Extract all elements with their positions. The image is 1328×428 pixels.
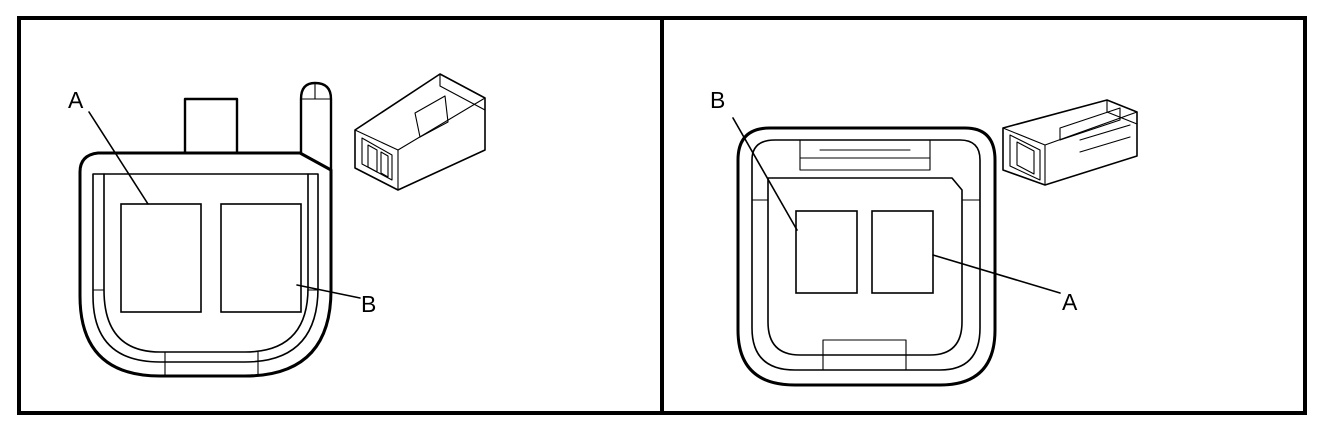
left-panel: A B bbox=[68, 73, 486, 378]
left-cavity-b bbox=[220, 203, 302, 313]
left-cavity-a bbox=[120, 203, 202, 313]
left-leader-b bbox=[296, 284, 361, 299]
right-label-b: B bbox=[710, 87, 725, 113]
right-iso-latch bbox=[1059, 107, 1121, 141]
left-iso-latch bbox=[414, 95, 449, 138]
right-latch-window bbox=[799, 139, 931, 171]
right-bottom-key bbox=[822, 339, 907, 371]
right-iso-ribs bbox=[1079, 124, 1131, 153]
right-cavity-b bbox=[795, 210, 858, 294]
left-iso-body bbox=[354, 73, 486, 191]
right-cavity-a bbox=[871, 210, 934, 294]
left-connector-face bbox=[78, 81, 333, 378]
right-connector-face bbox=[736, 126, 997, 387]
left-iso-pin-a bbox=[367, 144, 378, 173]
right-housing-outer bbox=[736, 126, 997, 387]
right-iso-cavity bbox=[1016, 141, 1035, 175]
left-terminal-cavity bbox=[103, 173, 309, 353]
right-label-a: A bbox=[1062, 289, 1078, 315]
right-panel: B A bbox=[710, 87, 1138, 387]
right-terminal-cavity bbox=[767, 177, 963, 356]
left-iso-rear-step bbox=[439, 73, 486, 111]
left-iso-face bbox=[361, 137, 393, 181]
right-leader-a bbox=[932, 254, 1061, 294]
left-housing-inner bbox=[92, 173, 319, 363]
right-connector-iso bbox=[1002, 99, 1138, 186]
left-label-a: A bbox=[68, 87, 84, 113]
left-connector-iso bbox=[354, 73, 486, 191]
left-bottom-key bbox=[164, 351, 259, 377]
right-leader-b bbox=[732, 117, 798, 231]
left-leader-a bbox=[88, 111, 149, 205]
left-latch-tab bbox=[183, 97, 239, 157]
left-iso-pin-b bbox=[380, 151, 389, 178]
right-iso-face bbox=[1009, 134, 1041, 181]
left-label-b: B bbox=[361, 291, 376, 317]
right-iso-rear-step bbox=[1106, 99, 1138, 125]
